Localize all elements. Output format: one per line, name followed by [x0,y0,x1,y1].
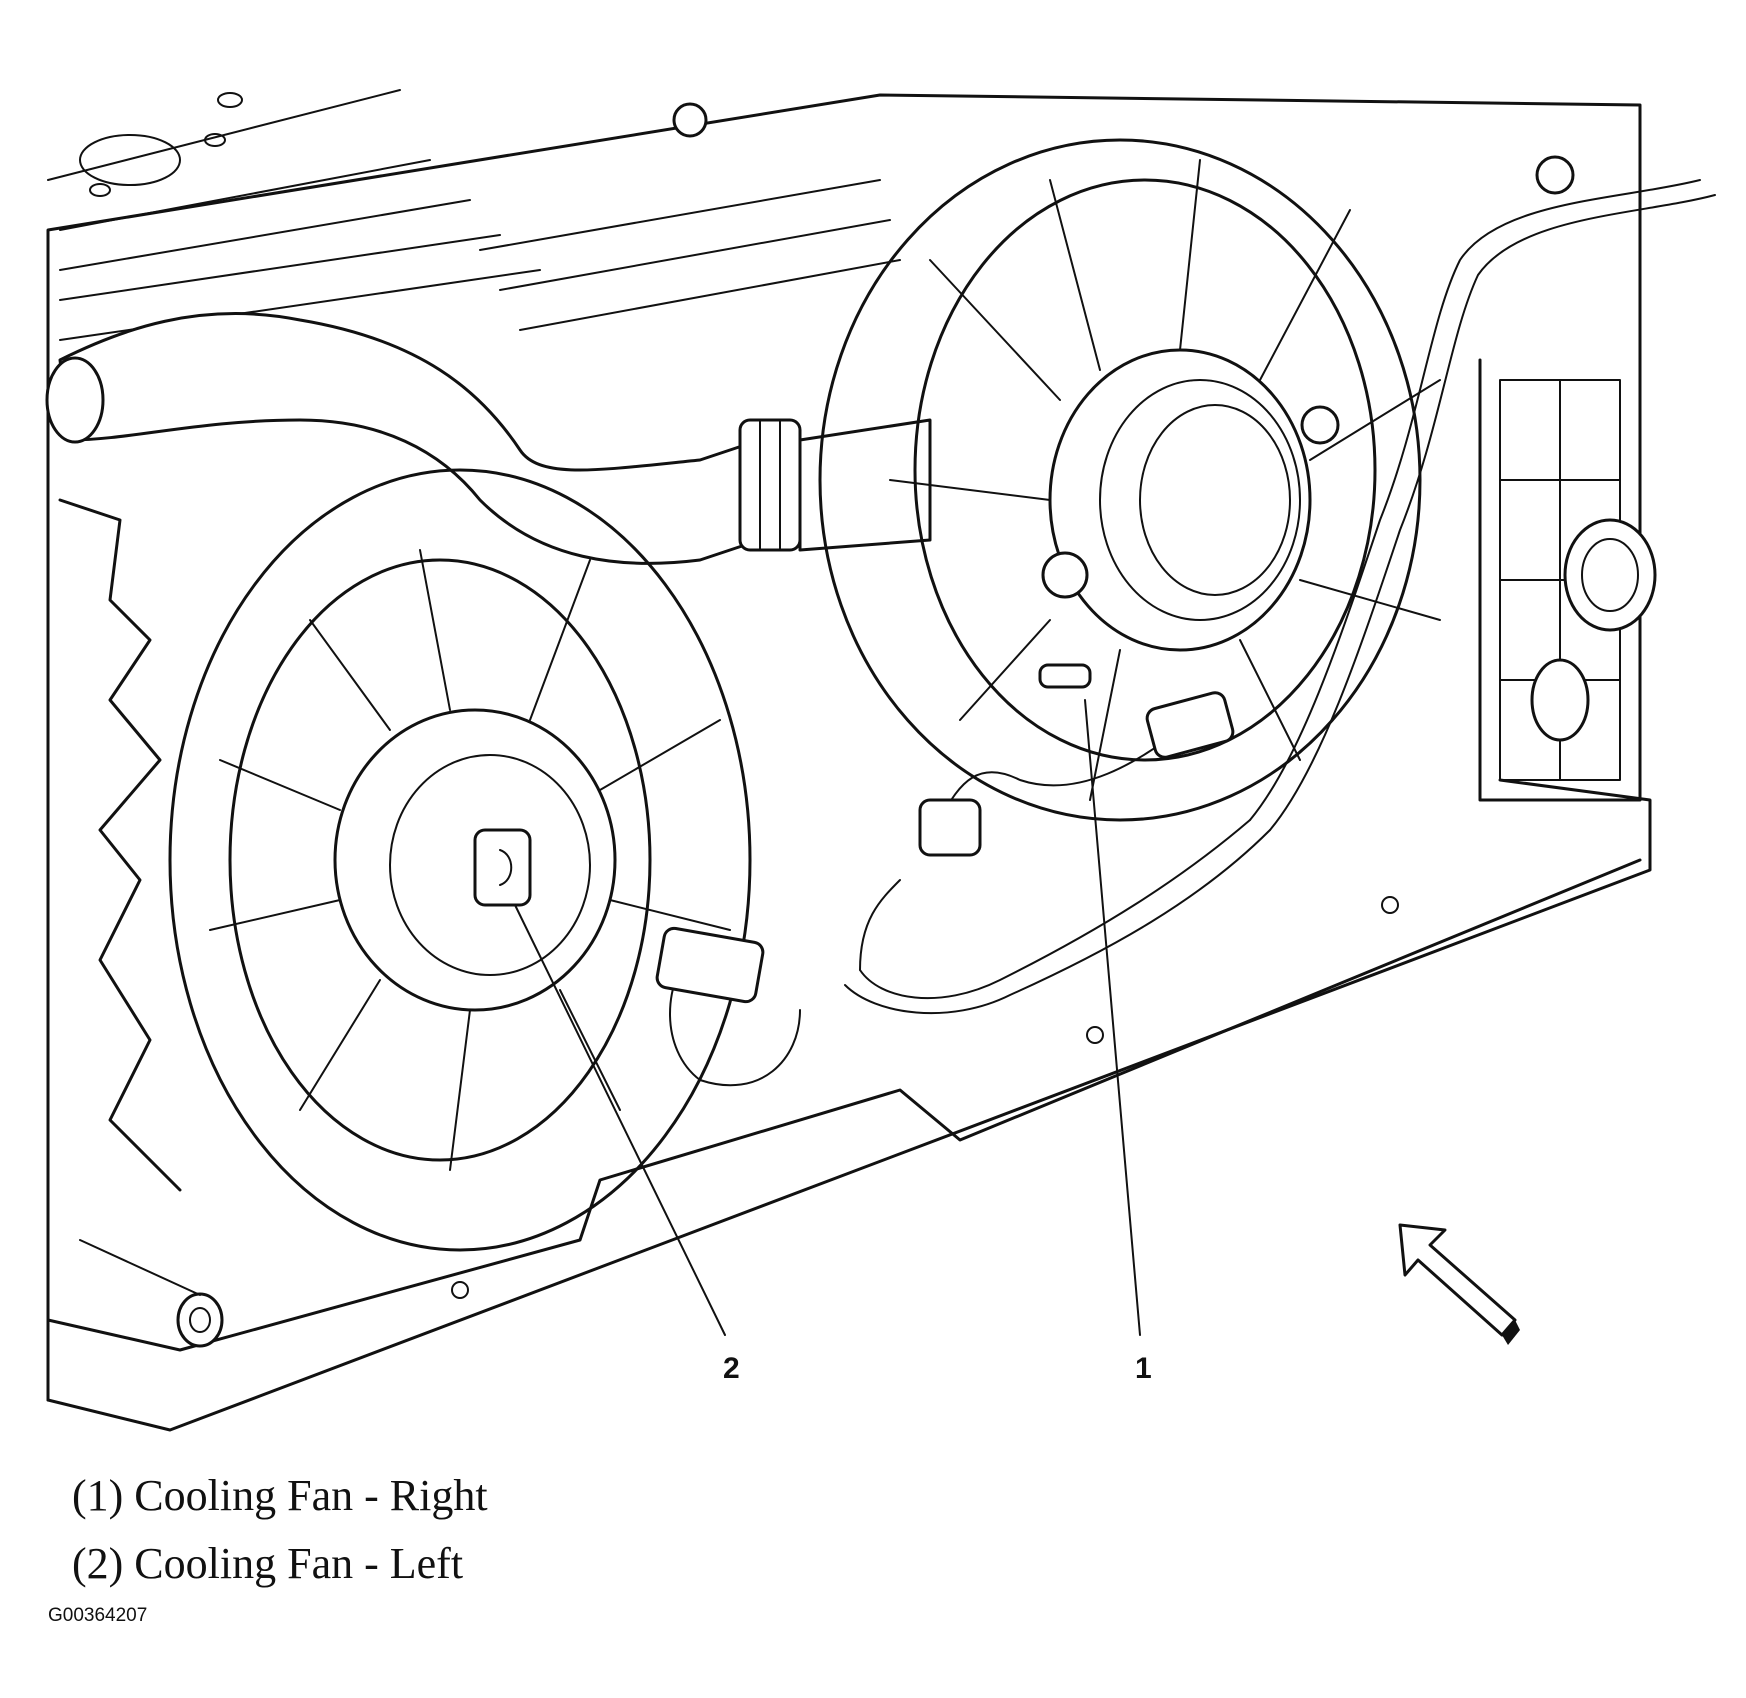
callout-number-2: 2 [723,1352,740,1385]
leader-line-1 [1084,699,1141,1336]
cooling-fan-diagram [45,89,1716,1432]
callout-number-1: 1 [1135,1352,1152,1385]
left-cooling-fan [58,468,752,1252]
leader-line-2 [514,904,726,1336]
right-side-tank [672,102,1657,802]
wiring-harness [655,179,1716,1087]
callout-leaders [514,699,1141,1336]
forward-arrow-icon [1398,1223,1520,1345]
legend-item-1: (1) Cooling Fan - Right [72,1471,488,1520]
upper-radiator-hose [45,312,932,565]
legend-item-2: (2) Cooling Fan - Left [72,1539,464,1588]
right-cooling-fan [818,138,1441,822]
radiator-frame [46,89,1642,1402]
figure-id: G00364207 [48,1605,148,1626]
lower-rail [46,778,1652,1432]
